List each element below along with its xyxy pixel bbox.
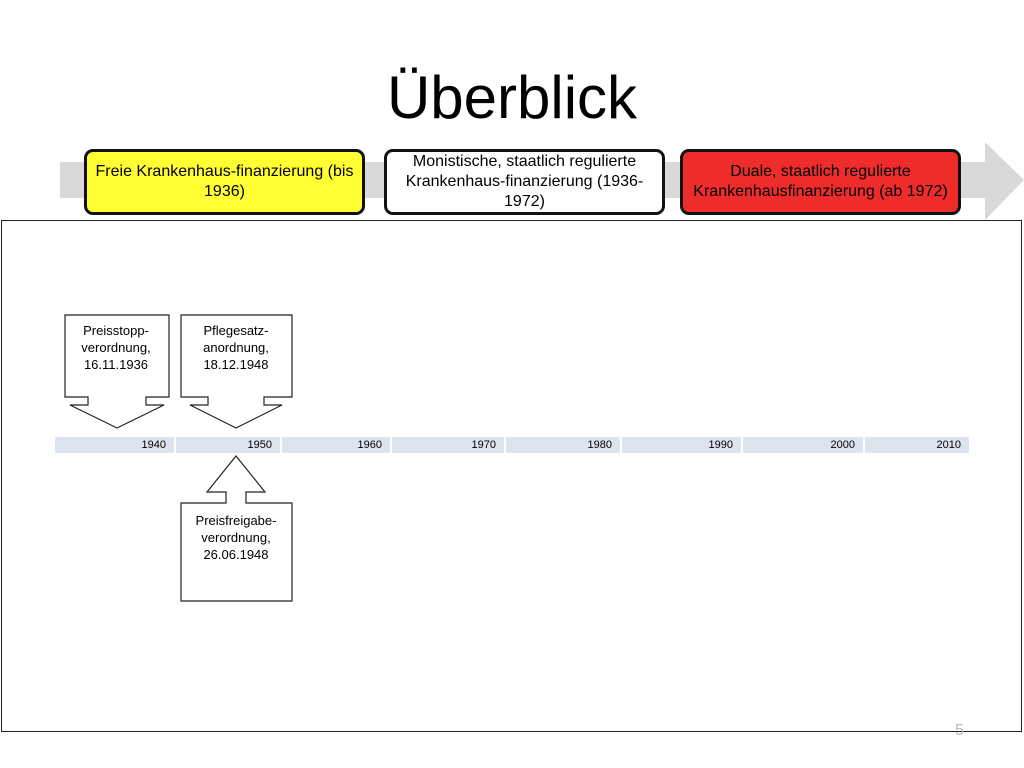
timeline-year-1990: 1990 xyxy=(622,437,741,453)
event-callout-pflegesatz xyxy=(180,314,293,429)
event-label-preisfreigabe: Preisfreigabe-verordnung, 26.06.1948 xyxy=(195,513,277,562)
phase-dual-financing: Duale, staatlich regulierte Krankenhausf… xyxy=(680,149,961,215)
timeline-year-1980: 1980 xyxy=(506,437,620,453)
event-callout-preisfreigabe xyxy=(180,455,293,602)
timeline-year-2010: 2010 xyxy=(865,437,969,453)
phase-label: Freie Krankenhaus-finanzierung (bis 1936… xyxy=(95,163,354,200)
timeline-bar: 1940 1950 1960 1970 1980 1990 2000 2010 xyxy=(55,437,971,453)
event-callout-preisstopp xyxy=(64,314,170,429)
page-number: 5 xyxy=(955,722,964,739)
timeline-year-1970: 1970 xyxy=(392,437,504,453)
timeline-panel xyxy=(1,220,1022,732)
phase-monistic-financing: Monistische, staatlich regulierte Kranke… xyxy=(384,149,665,215)
phase-label: Duale, staatlich regulierte Krankenhausf… xyxy=(693,163,948,200)
phase-label: Monistische, staatlich regulierte Kranke… xyxy=(405,153,644,210)
event-label-preisstopp: Preisstopp-verordnung, 16.11.1936 xyxy=(81,323,151,372)
timeline-year-1940: 1940 xyxy=(55,437,174,453)
timeline-year-2000: 2000 xyxy=(743,437,863,453)
timeline-year-1960: 1960 xyxy=(282,437,390,453)
event-label-pflegesatz: Pflegesatz-anordnung, 18.12.1948 xyxy=(203,323,269,372)
timeline-year-1950: 1950 xyxy=(176,437,280,453)
page-title: Überblick xyxy=(386,64,638,131)
phase-free-financing: Freie Krankenhaus-finanzierung (bis 1936… xyxy=(84,149,365,215)
